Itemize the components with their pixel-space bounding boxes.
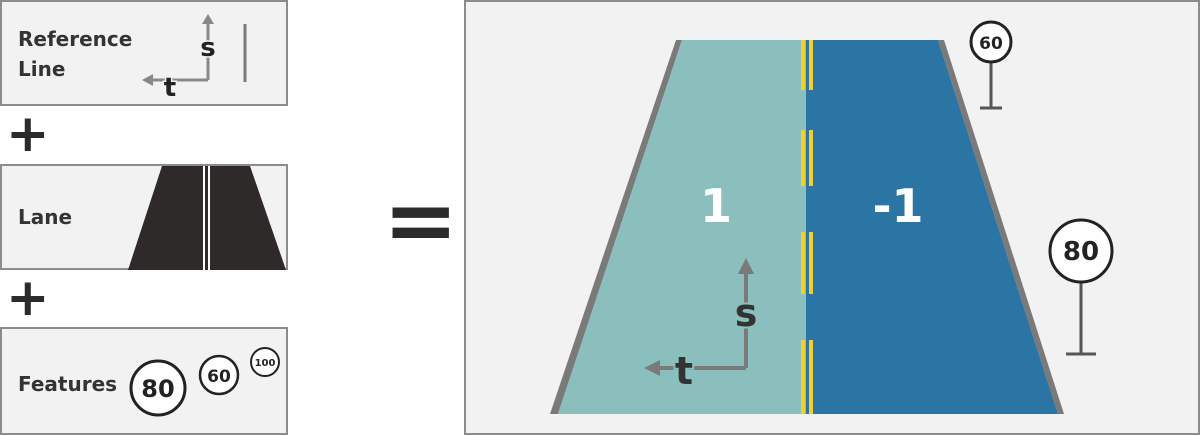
plus-sign-2: + (6, 268, 50, 328)
reference-line-label: Reference Line (18, 24, 132, 84)
features-label: Features (18, 372, 118, 396)
road-sign-60-label: 60 (979, 34, 1003, 54)
s-axis-label: s (200, 33, 215, 63)
road-edge-left (550, 40, 682, 414)
road-sign-80-label: 80 (1063, 237, 1099, 267)
lane-label: Lane (18, 205, 73, 229)
equals-sign: = (383, 168, 459, 273)
road-diagram: 1 -1 s t 60 80 (550, 20, 1114, 414)
road-edge-right (938, 40, 1064, 414)
road-s-arrowhead-icon (738, 258, 754, 274)
t-axis-label: t (164, 73, 176, 103)
s-arrowhead-icon (202, 14, 214, 24)
road-t-arrowhead-icon (644, 360, 660, 376)
speed-sign-60-icon (969, 20, 1013, 64)
reference-line-label-line2: Line (18, 57, 66, 81)
speed-sign-60-label: 60 (207, 367, 231, 387)
reference-line-label-line1: Reference (18, 27, 133, 51)
features-box: Features 80 60 100 (0, 327, 288, 435)
speed-sign-80-label: 80 (141, 375, 174, 403)
lane-1-id: 1 (700, 179, 732, 233)
reference-frame-diagram: s t (142, 14, 247, 105)
road-s-axis-label: s (735, 291, 758, 335)
speed-sign-100-icon (250, 347, 280, 377)
lane-road-surface (128, 166, 286, 270)
reference-line-box: Reference Line s t (0, 0, 288, 106)
speed-sign-100-label: 100 (255, 358, 276, 369)
lane-minus-1-surface (806, 40, 1058, 414)
speed-sign-80-icon (129, 359, 187, 417)
center-line-dashes (801, 40, 813, 414)
lane-minus-1-id: -1 (872, 179, 923, 233)
lane-road-icon (128, 166, 286, 270)
speed-sign-80-icon (1048, 218, 1114, 284)
lane-box: Lane (0, 164, 288, 270)
speed-sign-60-icon (198, 354, 240, 396)
road-diagram-panel: 1 -1 s t 60 80 (464, 0, 1200, 435)
road-t-axis-label: t (675, 349, 693, 393)
t-arrowhead-icon (142, 74, 153, 86)
features-signs: 80 60 100 (129, 347, 280, 417)
plus-sign-1: + (6, 104, 50, 164)
